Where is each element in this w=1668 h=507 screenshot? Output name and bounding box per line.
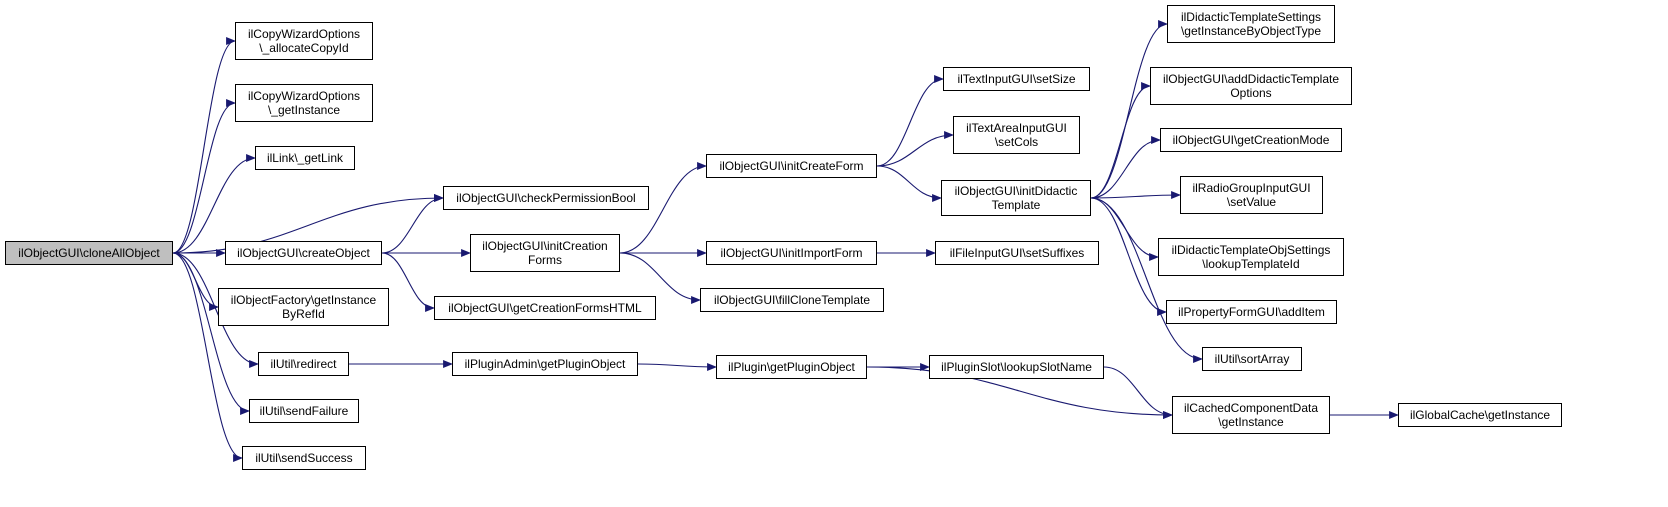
edge-initDidacticTemplate-to-getInstanceByObjectType [1090,20,1168,199]
call-graph-edges [172,20,1399,462]
node-setCols[interactable]: ilTextAreaInputGUI \setCols [953,116,1080,154]
node-createObject[interactable]: ilObjectGUI\createObject [225,241,382,265]
edge-cloneAllObject-to-sendFailure [172,252,250,415]
edge-cloneAllObject-to-sendSuccess [172,252,243,462]
node-initCreationForms[interactable]: ilObjectGUI\initCreation Forms [470,234,620,272]
edge-initDidacticTemplate-to-sortArray [1090,197,1203,363]
node-getInstanceByRefId[interactable]: ilObjectFactory\getInstance ByRefId [218,288,389,326]
edge-initDidacticTemplate-to-setValue [1090,191,1181,199]
edge-createObject-to-getCreationFormsHTML [381,252,435,312]
node-checkPermissionBool[interactable]: ilObjectGUI\checkPermissionBool [443,186,649,210]
edge-initCreationForms-to-fillCloneTemplate [619,252,701,304]
node-sendSuccess[interactable]: ilUtil\sendSuccess [242,446,366,470]
node-addDidacticTemplateOptions[interactable]: ilObjectGUI\addDidacticTemplate Options [1150,67,1352,105]
node-setSize[interactable]: ilTextInputGUI\setSize [943,67,1090,91]
node-initCreateForm[interactable]: ilObjectGUI\initCreateForm [706,154,877,178]
edge-initDidacticTemplate-to-getCreationMode [1090,136,1161,199]
edge-initCreateForm-to-setCols [876,131,954,167]
edge-cloneAllObject-to-getLink [172,154,256,254]
edge-cloneAllObject-to-allocateCopyId [172,37,236,254]
node-getLink[interactable]: ilLink\_getLink [255,146,355,170]
edge-pluginAdminGetPluginObject-to-pluginGetPluginObject [637,363,717,371]
node-sendFailure[interactable]: ilUtil\sendFailure [249,399,359,423]
node-cloneAllObject[interactable]: ilObjectGUI\cloneAllObject [5,241,173,265]
node-globalCacheGetInstance[interactable]: ilGlobalCache\getInstance [1398,403,1562,427]
edge-cloneAllObject-to-checkPermissionBool [172,194,444,254]
node-getInstanceByObjectType[interactable]: ilDidacticTemplateSettings \getInstanceB… [1167,5,1335,43]
call-graph: ilObjectGUI\cloneAllObject ilCopyWizardO… [5,5,1562,470]
edge-initCreateForm-to-setSize [876,75,944,167]
node-initDidacticTemplate[interactable]: ilObjectGUI\initDidactic Template [941,180,1091,216]
edge-initCreateForm-to-initDidacticTemplate [876,165,942,202]
node-pluginAdminGetPluginObject[interactable]: ilPluginAdmin\getPluginObject [452,352,638,376]
edge-initDidacticTemplate-to-addItem [1090,197,1167,316]
node-cachedGetInstance[interactable]: ilCachedComponentData \getInstance [1172,396,1330,434]
node-getCreationMode[interactable]: ilObjectGUI\getCreationMode [1160,128,1342,152]
edge-createObject-to-checkPermissionBool [381,194,444,254]
edge-lookupSlotName-to-cachedGetInstance [1103,366,1173,419]
node-setSuffixes[interactable]: ilFileInputGUI\setSuffixes [935,241,1099,265]
node-addItem[interactable]: ilPropertyFormGUI\addItem [1166,300,1337,324]
edge-cloneAllObject-to-redirect [172,252,259,368]
node-lookupTemplateId[interactable]: ilDidacticTemplateObjSettings \lookupTem… [1158,238,1344,276]
node-getCreationFormsHTML[interactable]: ilObjectGUI\getCreationFormsHTML [434,296,656,320]
edge-pluginGetPluginObject-to-cachedGetInstance [866,366,1173,419]
edge-initDidacticTemplate-to-addDidacticTemplateOptions [1090,82,1151,199]
node-redirect[interactable]: ilUtil\redirect [258,352,349,376]
node-cwGetInstance[interactable]: ilCopyWizardOptions \_getInstance [235,84,373,122]
edge-cloneAllObject-to-cwGetInstance [172,99,236,254]
node-allocateCopyId[interactable]: ilCopyWizardOptions \_allocateCopyId [235,22,373,60]
node-setValue[interactable]: ilRadioGroupInputGUI \setValue [1180,176,1323,214]
edge-initCreationForms-to-initCreateForm [619,162,707,254]
node-fillCloneTemplate[interactable]: ilObjectGUI\fillCloneTemplate [700,288,884,312]
node-pluginGetPluginObject[interactable]: ilPlugin\getPluginObject [716,355,867,379]
node-lookupSlotName[interactable]: ilPluginSlot\lookupSlotName [929,355,1104,379]
node-initImportForm[interactable]: ilObjectGUI\initImportForm [706,241,877,265]
node-sortArray[interactable]: ilUtil\sortArray [1202,347,1302,371]
